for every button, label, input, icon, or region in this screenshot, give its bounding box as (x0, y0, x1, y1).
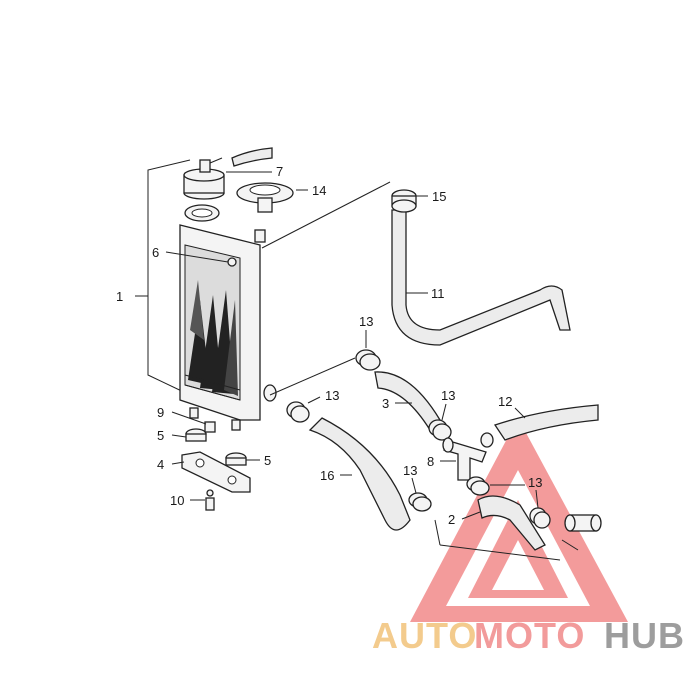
leader-4 (171, 461, 185, 465)
callout-11: 11 (431, 286, 445, 301)
callout-15: 15 (432, 189, 446, 204)
mount-bracket (181, 451, 251, 493)
bracket-radiator (147, 159, 191, 396)
t-joint-8 (442, 437, 487, 481)
clamp-13-bottom (408, 492, 432, 512)
watermark-triangle-center (492, 540, 544, 590)
leader-12 (514, 407, 526, 419)
bleed-screw (227, 257, 237, 267)
hose-16 (308, 417, 411, 531)
watermark-text: AUTO MOTO HUB (372, 615, 685, 656)
leader-5a (171, 434, 187, 438)
radiator-core-fins (188, 280, 238, 396)
hose-11 (391, 209, 571, 346)
bolt-10 (205, 489, 215, 511)
clamp-13-right (529, 507, 551, 529)
watermark-moto: MOTO (474, 615, 585, 656)
radiator-cap (183, 157, 225, 200)
callout-16: 16 (320, 468, 334, 483)
watermark-auto: AUTO (372, 615, 477, 656)
bracket-hose-11 (261, 181, 391, 249)
callout-13a: 13 (359, 314, 373, 329)
callout-2: 2 (448, 512, 455, 527)
small-clamp (480, 432, 494, 448)
fitting-right (564, 514, 602, 532)
leader-6 (165, 251, 229, 263)
callout-10: 10 (170, 493, 184, 508)
callout-13b: 13 (325, 388, 339, 403)
hose-2 (477, 495, 546, 551)
callout-14: 14 (312, 183, 326, 198)
clamp-13-t (466, 476, 490, 496)
overflow-hose (231, 147, 273, 167)
callout-12: 12 (498, 394, 512, 409)
bolt-9 (204, 421, 216, 433)
clamp-13-top (355, 349, 381, 371)
hose-12 (493, 404, 599, 441)
callout-13e: 13 (528, 475, 542, 490)
leader-9 (171, 411, 207, 425)
watermark-hub: HUB (604, 615, 685, 656)
leader-2 (461, 511, 481, 520)
callout-7: 7 (276, 164, 283, 179)
radiator (179, 204, 277, 431)
callout-5a: 5 (157, 428, 164, 443)
callout-4: 4 (157, 457, 164, 472)
rubber-mount-left (185, 428, 207, 442)
callout-3: 3 (382, 396, 389, 411)
callout-8: 8 (427, 454, 434, 469)
rubber-mount-right (225, 452, 247, 466)
upper-outlet (254, 229, 266, 243)
callout-13d: 13 (403, 463, 417, 478)
callout-1: 1 (116, 289, 123, 304)
clamp-13-left (286, 401, 310, 423)
callout-5b: 5 (264, 453, 271, 468)
clamp-13-mid (428, 419, 452, 441)
callout-9: 9 (157, 405, 164, 420)
callout-6: 6 (152, 245, 159, 260)
callout-13c: 13 (441, 388, 455, 403)
clamp-15 (391, 189, 417, 213)
lower-outlet (263, 384, 277, 402)
thermostat (236, 182, 294, 213)
